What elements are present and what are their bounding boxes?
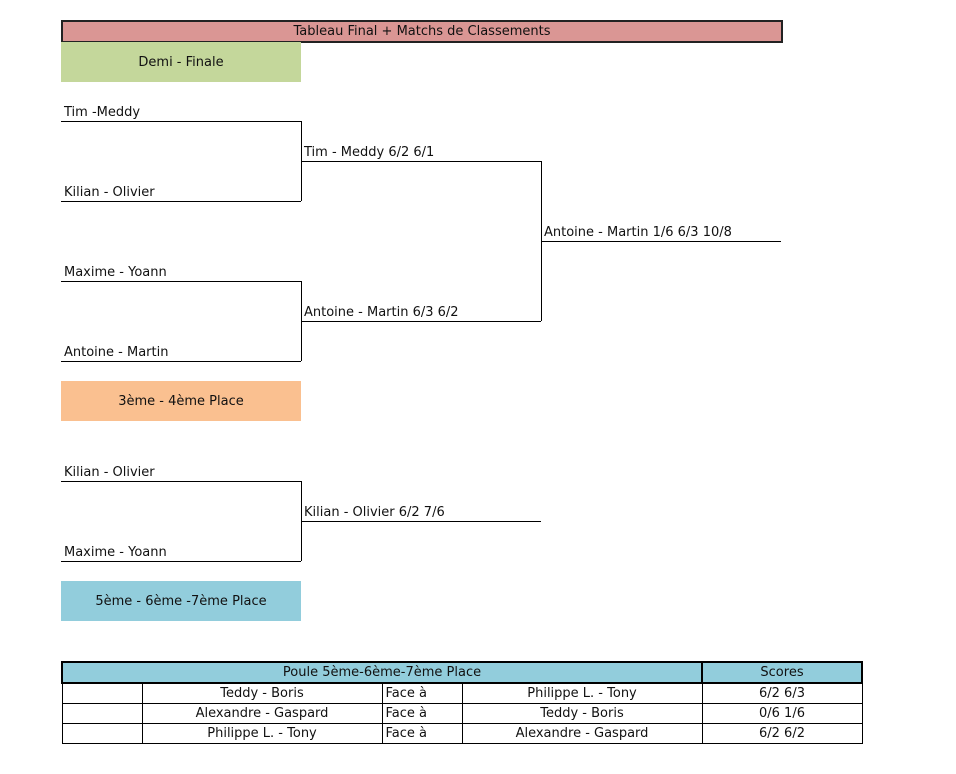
score-cell: 6/2 6/2 xyxy=(701,723,863,744)
vs-cell: Face à xyxy=(381,682,463,704)
page-title-text: Tableau Final + Matchs de Classements xyxy=(293,24,551,39)
final-winner: Antoine - Martin 1/6 6/3 10/8 xyxy=(544,225,732,240)
section-fifth-seventh-place: 5ème - 6ème -7ème Place xyxy=(61,581,301,621)
section-demi-finale: Demi - Finale xyxy=(61,42,301,82)
table-row: Philippe L. - Tony Face à Alexandre - Ga… xyxy=(61,723,863,744)
bracket-line xyxy=(61,481,301,482)
team-b-cell: Philippe L. - Tony xyxy=(461,682,703,704)
semi-top-winner: Tim - Meddy 6/2 6/1 xyxy=(304,145,435,160)
bracket-line xyxy=(61,121,301,122)
score-cell: 6/2 6/3 xyxy=(701,682,863,704)
score-cell: 0/6 1/6 xyxy=(701,703,863,724)
third-place-pair1: Kilian - Olivier xyxy=(64,465,155,480)
team-a-cell: Alexandre - Gaspard xyxy=(141,703,383,724)
bracket-line xyxy=(301,161,541,162)
bracket-line xyxy=(61,561,301,562)
team-a-cell: Philippe L. - Tony xyxy=(141,723,383,744)
table-row: Teddy - Boris Face à Philippe L. - Tony … xyxy=(61,682,863,704)
semi-top-pair2: Kilian - Olivier xyxy=(64,185,155,200)
team-b-cell: Alexandre - Gaspard xyxy=(461,723,703,744)
third-place-winner: Kilian - Olivier 6/2 7/6 xyxy=(304,505,445,520)
pool-table: Poule 5ème-6ème-7ème Place Scores Teddy … xyxy=(61,661,863,744)
section-demi-finale-label: Demi - Finale xyxy=(138,54,224,70)
team-a-cell: Teddy - Boris xyxy=(141,682,383,704)
semi-top-pair1: Tim -Meddy xyxy=(64,105,141,120)
bracket-line xyxy=(301,321,541,322)
empty-cell xyxy=(61,682,143,704)
bracket-line xyxy=(61,201,301,202)
page-title: Tableau Final + Matchs de Classements xyxy=(61,20,783,43)
third-place-pair2: Maxime - Yoann xyxy=(64,545,167,560)
empty-cell xyxy=(61,723,143,744)
table-row: Alexandre - Gaspard Face à Teddy - Boris… xyxy=(61,703,863,724)
pool-table-header: Poule 5ème-6ème-7ème Place Scores xyxy=(61,661,863,684)
scores-header: Scores xyxy=(701,661,863,684)
bracket-line xyxy=(61,281,301,282)
team-b-cell: Teddy - Boris xyxy=(461,703,703,724)
empty-cell xyxy=(61,703,143,724)
semi-bottom-pair1: Maxime - Yoann xyxy=(64,265,167,280)
semi-bottom-winner: Antoine - Martin 6/3 6/2 xyxy=(304,305,459,320)
bracket-line xyxy=(61,361,301,362)
section-fifth-seventh-label: 5ème - 6ème -7ème Place xyxy=(95,593,267,609)
semi-bottom-pair2: Antoine - Martin xyxy=(64,345,169,360)
bracket-line xyxy=(541,241,781,242)
section-third-fourth-label: 3ème - 4ème Place xyxy=(118,393,244,409)
vs-cell: Face à xyxy=(381,723,463,744)
bracket-line xyxy=(301,521,541,522)
section-third-fourth-place: 3ème - 4ème Place xyxy=(61,381,301,421)
vs-cell: Face à xyxy=(381,703,463,724)
pool-header: Poule 5ème-6ème-7ème Place xyxy=(61,661,703,684)
